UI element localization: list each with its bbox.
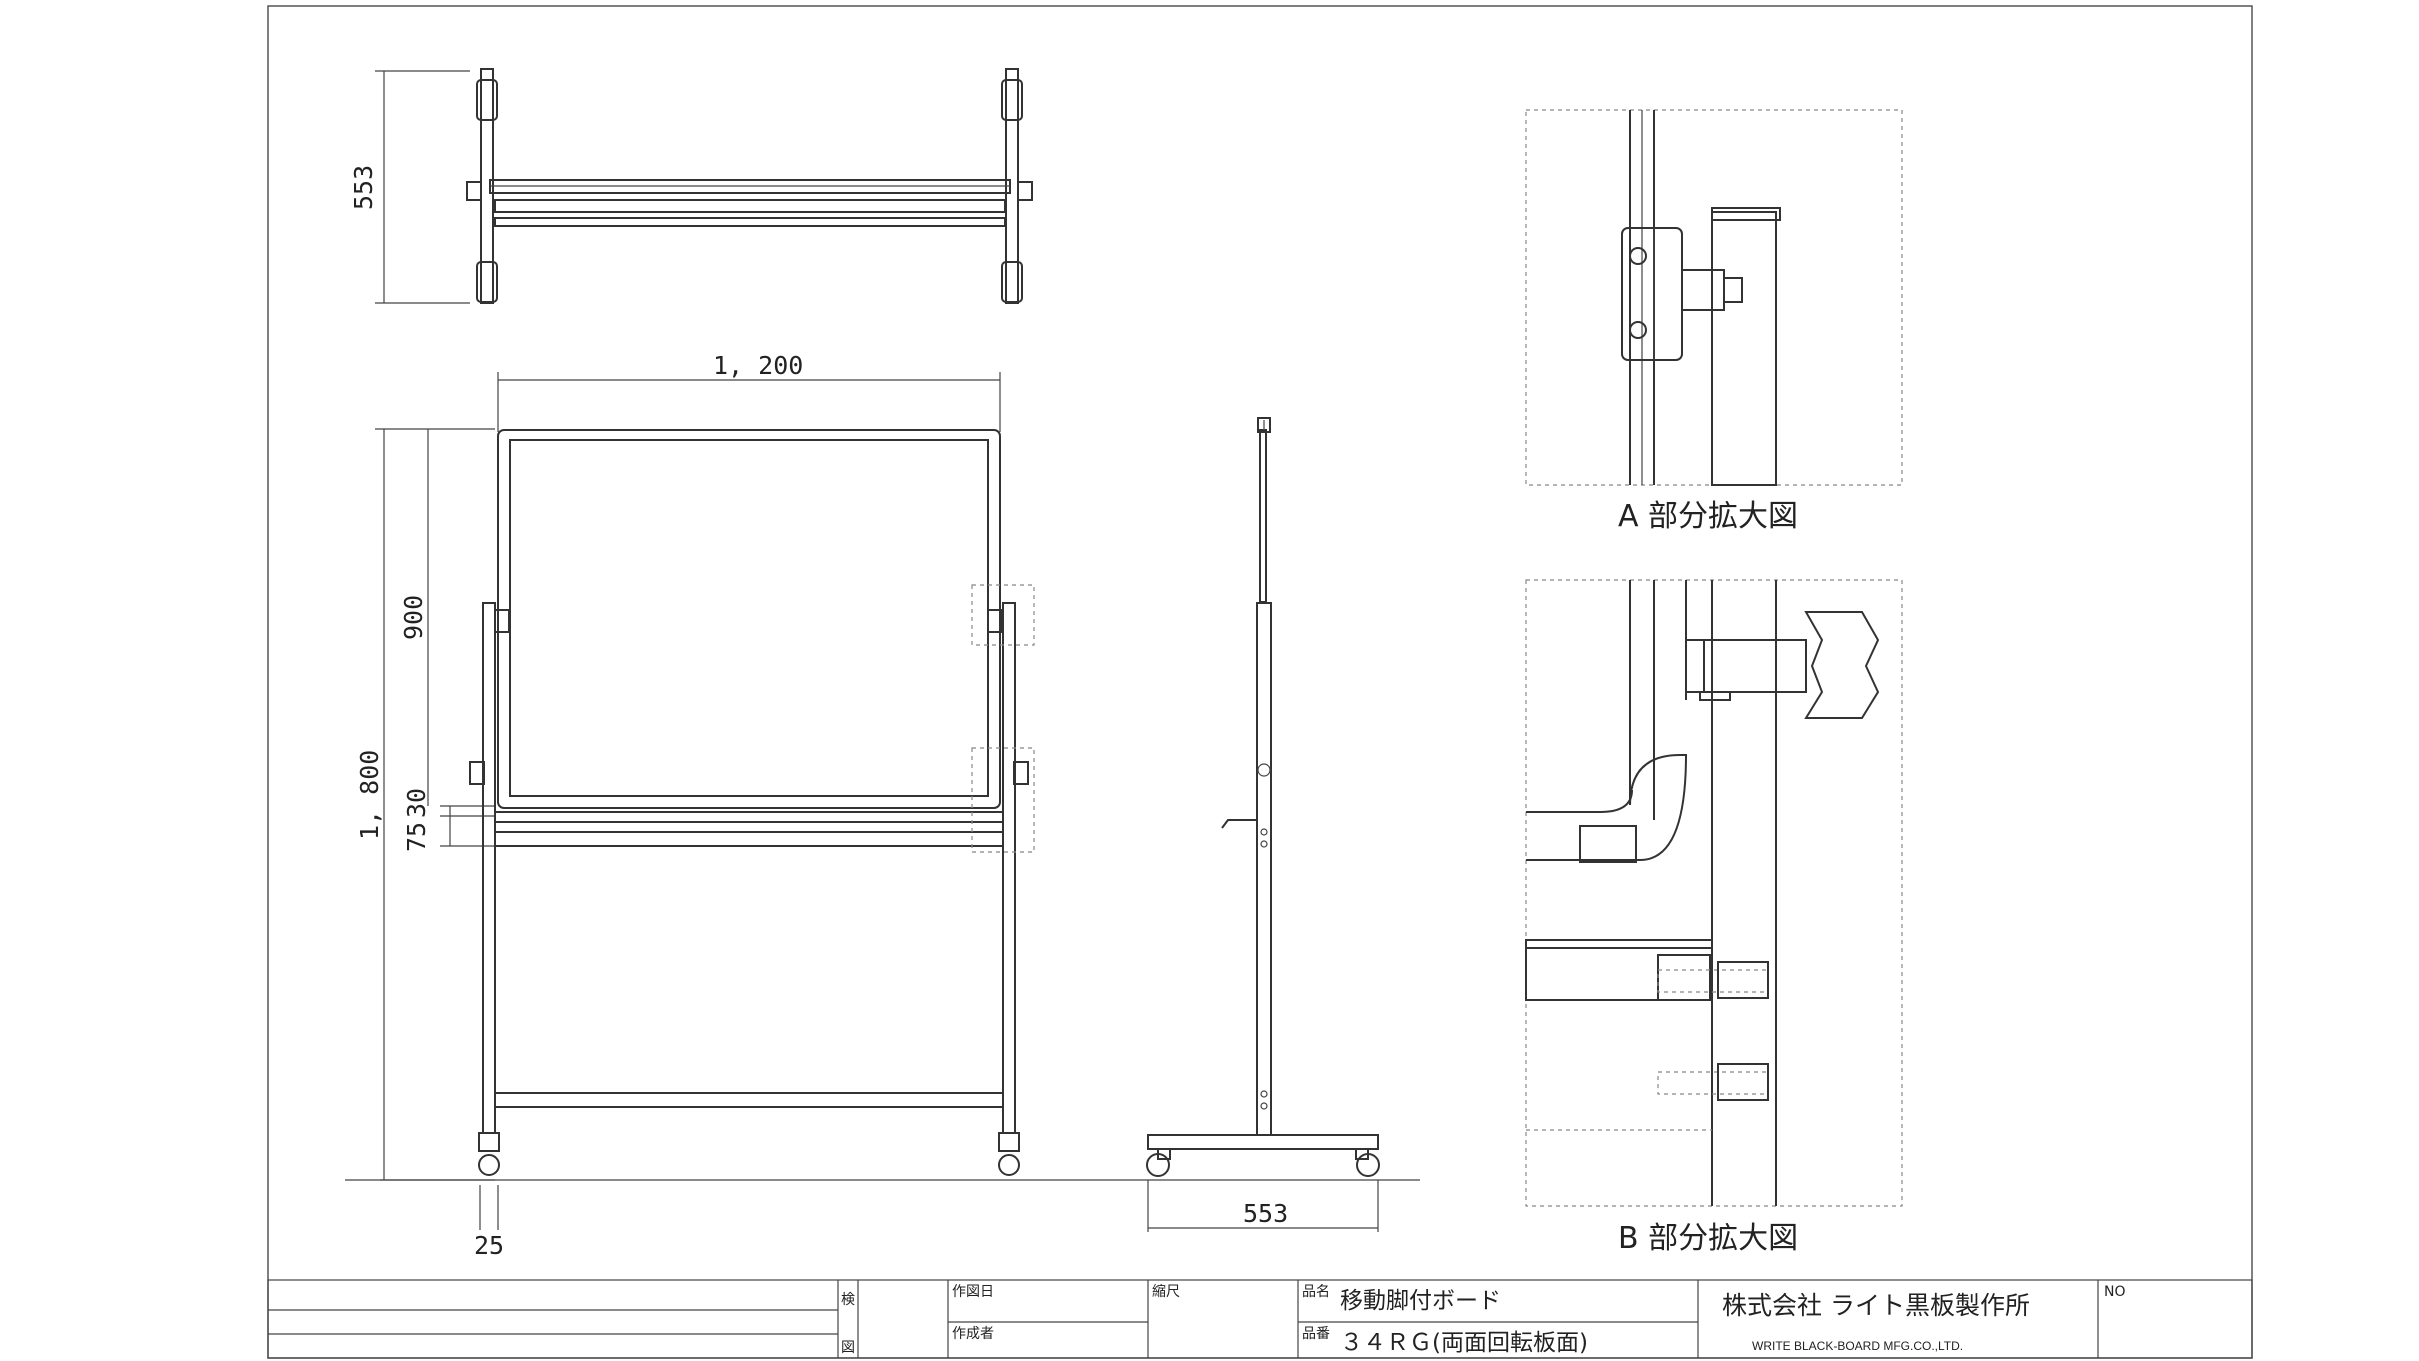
scale-label: 縮尺 (1152, 1284, 1180, 1300)
detail-b-caption: B 部分拡大図 (1618, 1221, 1798, 1256)
product-number: ３４ＲＧ(両面回転板面) (1340, 1330, 1588, 1356)
company-name-en: WRITE BLACK-BOARD MFG.CO.,LTD. (1752, 1339, 1963, 1353)
dim-top-depth: 553 (349, 165, 378, 210)
dim-board-height: 900 (399, 595, 428, 640)
product-name-label: 品名 (1302, 1284, 1330, 1300)
dim-overall-height: 1, 800 (355, 750, 384, 840)
drawn-date-label: 作図日 (952, 1284, 994, 1300)
check-label-1: 検 (841, 1292, 855, 1308)
dim-caster: 25 (474, 1231, 504, 1260)
author-label: 作成者 (952, 1326, 994, 1342)
detail-a-caption: A 部分拡大図 (1618, 499, 1798, 534)
title-block (267, 1279, 2253, 1359)
detail-a (1525, 109, 1903, 486)
company-name-jp: 株式会社 ライト黒板製作所 (1722, 1291, 2030, 1320)
check-label-2: 図 (841, 1340, 855, 1356)
dim-base-width: 553 (1243, 1199, 1288, 1228)
product-name: 移動脚付ボード (1340, 1288, 1501, 1314)
front-view (345, 372, 1420, 1230)
dim-offset-75: 75 (402, 822, 431, 852)
dim-offset-30: 30 (402, 788, 431, 818)
no-label: NO (2104, 1284, 2126, 1300)
drawing-border (267, 5, 2253, 1359)
product-number-label: 品番 (1302, 1326, 1330, 1342)
dim-board-width: 1, 200 (713, 351, 803, 380)
top-view (375, 68, 1033, 304)
detail-b (1525, 579, 1903, 1207)
side-view (1146, 417, 1380, 1232)
